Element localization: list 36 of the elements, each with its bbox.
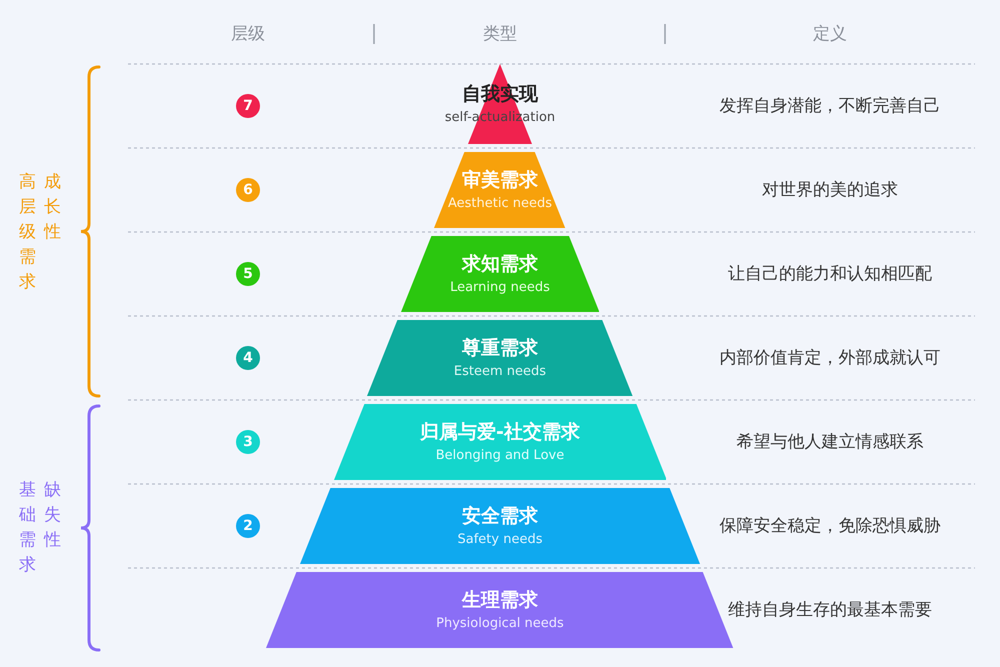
pyramid-tier (367, 320, 633, 396)
tier-subtitle: Aesthetic needs (448, 196, 552, 212)
level-number: 6 (236, 178, 260, 202)
definition-text: 让自己的能力和认知相匹配 (728, 263, 932, 285)
group-label: 缺失性 (43, 479, 62, 552)
group-label: 基础需求 (18, 479, 37, 577)
level-number: 3 (236, 430, 260, 454)
definition-text: 发挥自身潜能，不断完善自己 (720, 95, 940, 117)
column-header: 类型 (483, 23, 517, 45)
group-label: 高层级需求 (18, 171, 37, 294)
pyramid-tier (300, 488, 700, 564)
tier-title: 求知需求 (462, 252, 538, 274)
level-number: 2 (236, 514, 260, 538)
definition-text: 维持自身生存的最基本需要 (728, 599, 932, 621)
tier-subtitle: Learning needs (450, 280, 550, 296)
tier-title: 生理需求 (462, 588, 538, 610)
level-number: 4 (236, 346, 260, 370)
definition-text: 保障安全稳定，免除恐惧威胁 (720, 515, 940, 537)
tier-title: 安全需求 (462, 504, 538, 526)
tier-subtitle: Safety needs (458, 532, 542, 548)
column-header: 定义 (813, 23, 847, 45)
tier-title: 审美需求 (462, 168, 538, 190)
definition-text: 希望与他人建立情感联系 (736, 431, 924, 453)
tier-subtitle: Physiological needs (436, 616, 564, 632)
tier-title: 归属与爱-社交需求 (420, 420, 580, 442)
pyramid-tier (334, 404, 666, 480)
definition-text: 对世界的美的追求 (762, 179, 898, 201)
pyramid-tier (400, 236, 600, 312)
tier-subtitle: Esteem needs (454, 364, 546, 380)
tier-subtitle: Belonging and Love (436, 448, 564, 464)
level-number: 7 (236, 94, 260, 118)
group-label: 成长性 (43, 171, 62, 244)
tier-title: 尊重需求 (462, 336, 538, 358)
level-number: 5 (236, 262, 260, 286)
column-header: 层级 (231, 23, 265, 45)
definition-text: 内部价值肯定，外部成就认可 (720, 347, 940, 369)
